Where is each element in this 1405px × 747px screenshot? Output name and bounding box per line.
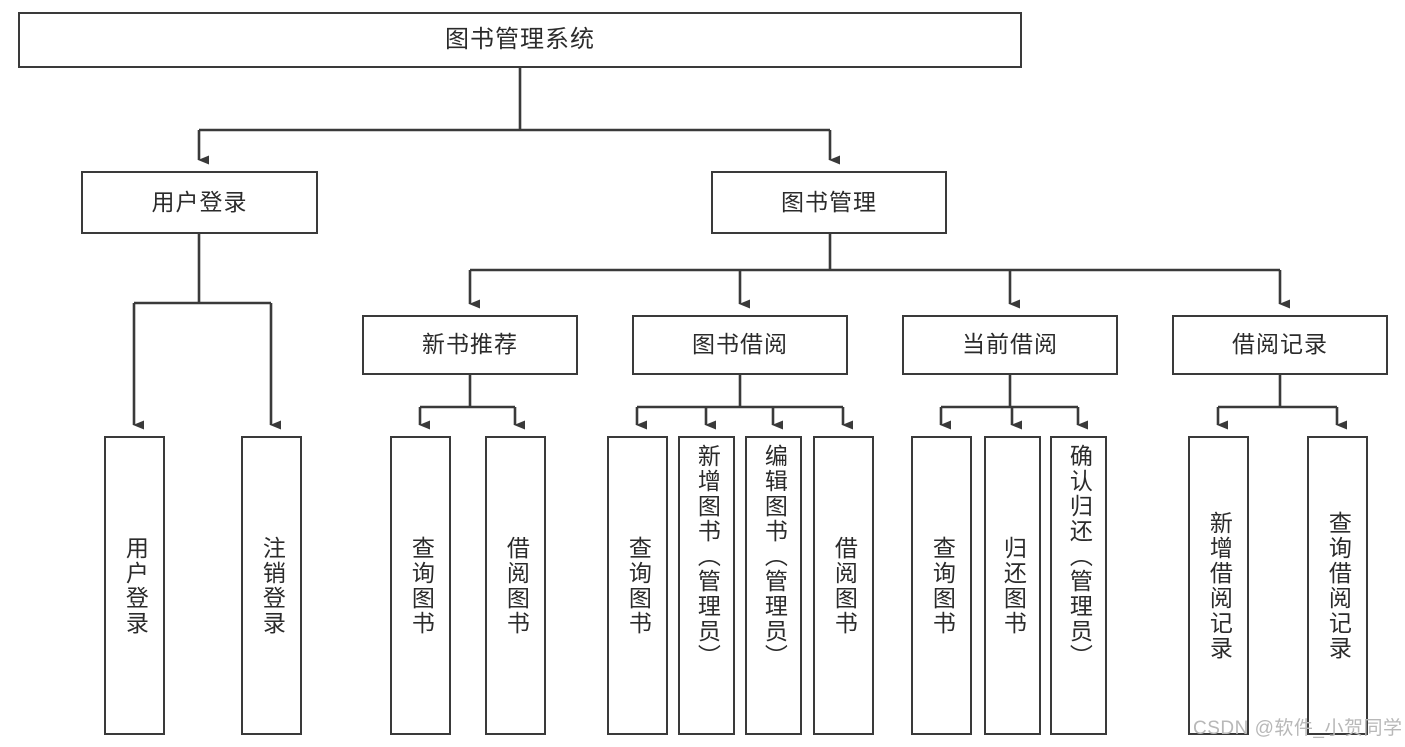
node-label: 确认归还（管理员） xyxy=(1066,444,1093,669)
node-label: 用户登录 xyxy=(122,535,149,636)
leaf-borrow-book-recommend[interactable]: 借阅图书 xyxy=(485,436,546,735)
leaf-query-book-current[interactable]: 查询图书 xyxy=(911,436,972,735)
node-label: 借阅图书 xyxy=(503,535,530,636)
leaf-user-login[interactable]: 用户登录 xyxy=(104,436,165,735)
node-current-borrow[interactable]: 当前借阅 xyxy=(902,315,1118,375)
node-new-book-recommend[interactable]: 新书推荐 xyxy=(362,315,578,375)
leaf-user-logout[interactable]: 注销登录 xyxy=(241,436,302,735)
leaf-edit-book-admin[interactable]: 编辑图书（管理员） xyxy=(745,436,802,735)
node-label: 查询图书 xyxy=(625,535,652,636)
node-root-system[interactable]: 图书管理系统 xyxy=(18,12,1022,68)
node-label: 图书管理系统 xyxy=(445,25,595,53)
node-user-login[interactable]: 用户登录 xyxy=(81,171,318,234)
node-label: 借阅记录 xyxy=(1232,331,1328,358)
node-label: 查询图书 xyxy=(408,535,435,636)
leaf-query-book-borrow[interactable]: 查询图书 xyxy=(607,436,668,735)
leaf-add-borrow-record[interactable]: 新增借阅记录 xyxy=(1188,436,1249,735)
leaf-query-book-recommend[interactable]: 查询图书 xyxy=(390,436,451,735)
leaf-query-borrow-record[interactable]: 查询借阅记录 xyxy=(1307,436,1368,735)
node-label: 归还图书 xyxy=(1000,535,1027,636)
csdn-watermark: CSDN @软件_小贺同学 xyxy=(1193,718,1403,739)
node-label: 查询借阅记录 xyxy=(1325,510,1352,661)
node-label: 查询图书 xyxy=(929,535,956,636)
leaf-confirm-return-admin[interactable]: 确认归还（管理员） xyxy=(1050,436,1107,735)
node-borrow-record[interactable]: 借阅记录 xyxy=(1172,315,1388,375)
node-label: 用户登录 xyxy=(151,188,248,215)
node-label: 新书推荐 xyxy=(422,331,518,358)
node-label: 图书借阅 xyxy=(692,331,788,358)
node-label: 当前借阅 xyxy=(962,331,1058,358)
node-book-manage[interactable]: 图书管理 xyxy=(711,171,947,234)
node-label: 注销登录 xyxy=(259,535,286,636)
leaf-add-book-admin[interactable]: 新增图书（管理员） xyxy=(678,436,735,735)
node-book-borrow[interactable]: 图书借阅 xyxy=(632,315,848,375)
node-label: 借阅图书 xyxy=(831,535,858,636)
node-label: 新增图书（管理员） xyxy=(694,444,721,669)
node-label: 新增借阅记录 xyxy=(1206,510,1233,661)
node-label: 编辑图书（管理员） xyxy=(761,444,788,669)
leaf-borrow-book[interactable]: 借阅图书 xyxy=(813,436,874,735)
leaf-return-book[interactable]: 归还图书 xyxy=(984,436,1041,735)
node-label: 图书管理 xyxy=(781,188,877,215)
